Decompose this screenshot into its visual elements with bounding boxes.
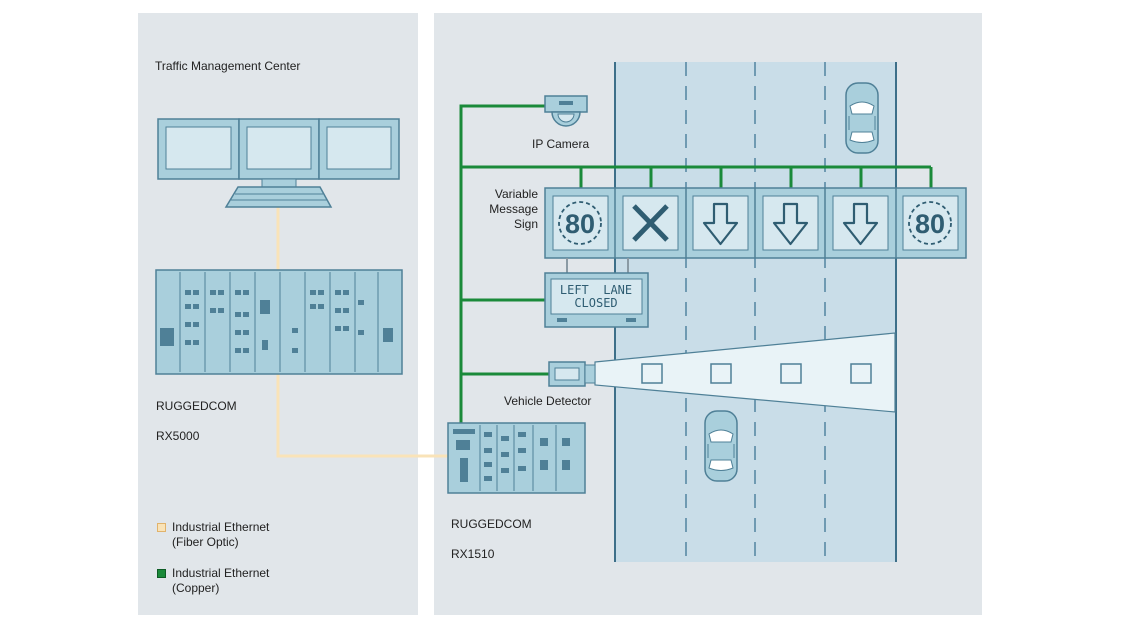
rx1510-chassis <box>447 422 586 494</box>
legend-label-copper: Industrial Ethernet (Copper) <box>172 566 270 595</box>
car-icon <box>704 410 738 482</box>
legend-label-fiber: Industrial Ethernet (Fiber Optic) <box>172 520 270 549</box>
vehicle-detector-icon <box>548 361 596 387</box>
workstation-monitors <box>157 118 400 188</box>
rx1510-label: RUGGEDCOM RX1510 <box>451 502 532 577</box>
cross-icon <box>632 204 669 242</box>
vms-label: Variable Message Sign <box>489 187 538 231</box>
rx1510-model: RX1510 <box>451 547 495 561</box>
vms-panel-1: 80 <box>565 209 595 239</box>
legend-swatch-copper <box>157 569 166 578</box>
ip-camera-label: IP Camera <box>532 137 590 151</box>
car-icon <box>845 82 879 154</box>
legend-swatch-fiber <box>157 523 166 532</box>
keyboard-icon <box>224 186 333 208</box>
vehicle-detector-label: Vehicle Detector <box>504 394 592 408</box>
copper-network <box>459 104 933 425</box>
lane-closed-sign: LEFT LANE CLOSED <box>544 258 649 328</box>
lane-sign-line2: CLOSED <box>574 296 617 310</box>
lane-sign-line1: LEFT LANE <box>560 283 632 297</box>
tmc-title: Traffic Management Center <box>155 59 301 73</box>
speed-limit-icon <box>558 201 602 245</box>
ip-camera-icon <box>544 95 588 127</box>
rx5000-model: RX5000 <box>156 429 200 443</box>
arrow-down-icon <box>702 202 879 246</box>
rx5000-chassis <box>155 269 403 375</box>
rx5000-name: RUGGEDCOM <box>156 399 237 413</box>
detection-zones <box>641 363 872 384</box>
lane-dividers <box>685 62 826 562</box>
rx5000-label: RUGGEDCOM RX5000 <box>156 384 237 459</box>
speed-limit-icon <box>908 201 952 245</box>
variable-message-sign: 80 80 <box>544 187 967 259</box>
rx1510-name: RUGGEDCOM <box>451 517 532 531</box>
vms-panel-6: 80 <box>915 209 945 239</box>
